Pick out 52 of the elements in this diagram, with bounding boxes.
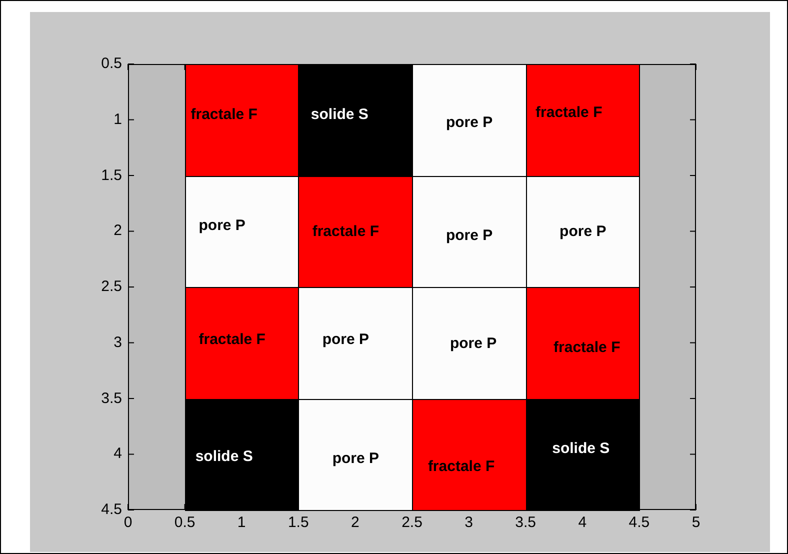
tick-label: 1.5 (286, 514, 310, 531)
cell-label: pore P (446, 114, 493, 131)
cell-label: fractale F (428, 458, 495, 476)
solid-cell (298, 64, 413, 176)
tick-label: 3.5 (101, 390, 122, 406)
solid-cell (184, 398, 300, 511)
cell-label: solide S (552, 440, 610, 458)
fractal-cell (526, 287, 640, 400)
fractal-cell (412, 398, 527, 511)
tick-label: 4.5 (101, 501, 122, 518)
tick-label: 2.5 (400, 514, 424, 531)
tick-label: 0.5 (173, 514, 196, 531)
fractal-cell (526, 64, 640, 176)
cell-label: solide S (195, 448, 253, 466)
cell-label: solide S (310, 106, 368, 123)
tick-label: 5 (690, 514, 702, 531)
fractal-cell (184, 287, 300, 400)
cell-label: pore P (198, 217, 246, 234)
tick-label: 2 (350, 514, 360, 531)
cell-label: pore P (332, 450, 380, 468)
pore-cell (184, 176, 300, 288)
tick-label: 4.5 (628, 514, 651, 531)
cell-label: pore P (450, 334, 497, 352)
cell-label: fractale F (554, 338, 620, 356)
tick-label: 2 (114, 222, 122, 240)
fractal-cell (184, 64, 300, 176)
pore-cell (298, 287, 413, 400)
pore-cell (412, 176, 527, 288)
pore-cell (298, 398, 413, 511)
cell-label: fractale F (312, 223, 380, 240)
tick-label: 1 (114, 110, 122, 128)
tick-label: 3 (114, 334, 122, 351)
tick-label: 4 (114, 445, 122, 462)
cell-label: fractale F (190, 106, 258, 123)
solid-cell (526, 398, 640, 511)
tick-label: 3.5 (514, 514, 538, 531)
tick-label: 0 (122, 514, 134, 531)
cell-label: pore P (322, 330, 370, 348)
cell-label: pore P (446, 227, 493, 244)
pore-cell (412, 64, 527, 176)
fractal-cell (298, 176, 413, 288)
tick-label: 1.5 (101, 166, 122, 184)
tick-label: 2.5 (101, 278, 122, 295)
cell-label: fractale F (198, 330, 266, 348)
tick-label: 3 (464, 514, 474, 531)
cell-label: pore P (560, 223, 606, 240)
pore-cell (412, 287, 527, 400)
cell-label: fractale F (536, 104, 602, 121)
pore-cell (526, 176, 640, 288)
tick-label: 1 (236, 514, 247, 531)
tick-label: 4 (577, 514, 588, 531)
tick-label: 0.5 (101, 55, 122, 72)
